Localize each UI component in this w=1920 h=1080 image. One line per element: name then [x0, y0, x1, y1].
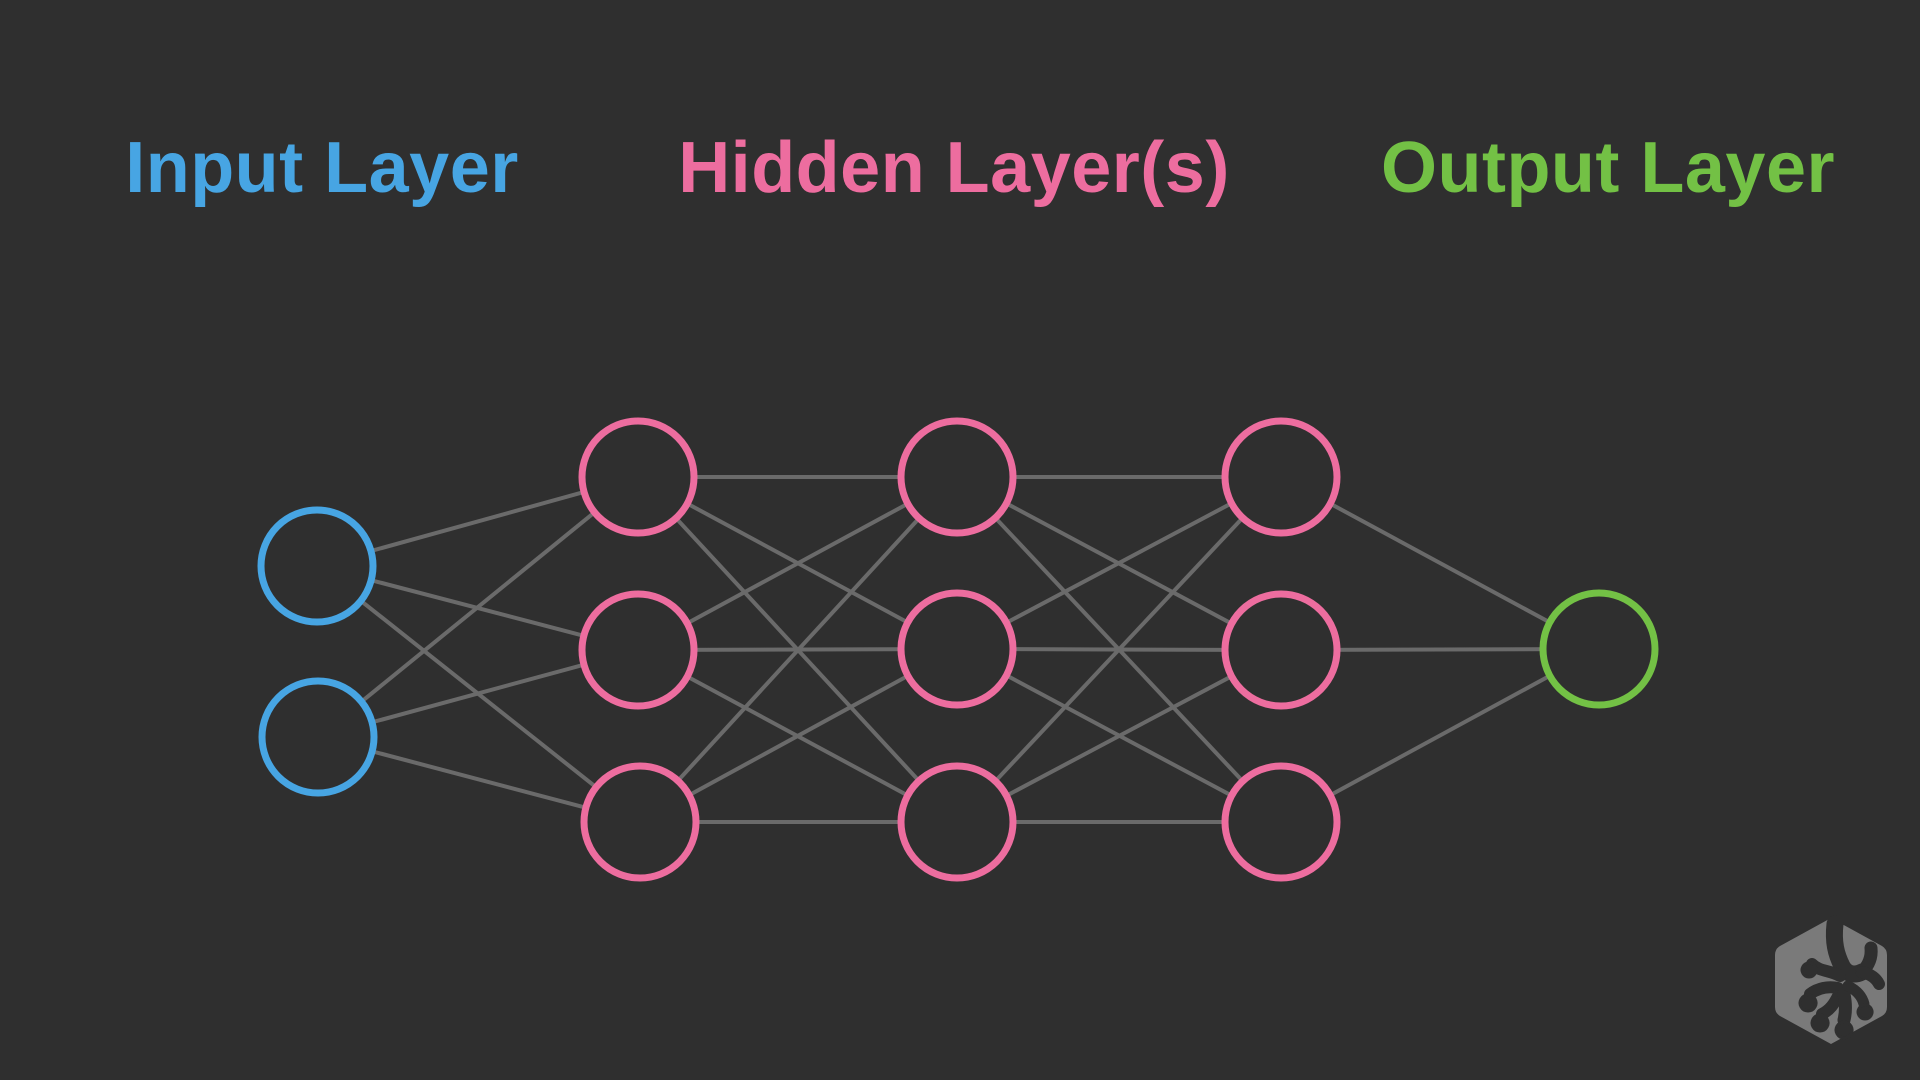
node-hidden-1-2: [578, 590, 698, 710]
edge-hidden-3-to-output: [1280, 475, 1600, 651]
node-hidden-2-3: [897, 762, 1017, 882]
node-hidden-3-1: [1221, 417, 1341, 537]
edge-hidden-2-to-hidden-3: [956, 475, 1282, 651]
node-hidden-3-2: [1221, 590, 1341, 710]
node-hidden-1-3: [580, 762, 700, 882]
edge-hidden-2-to-hidden-3: [956, 648, 1282, 824]
node-hidden-2-1: [897, 417, 1017, 537]
nodes-layer: [257, 417, 1659, 882]
edge-hidden-1-to-hidden-2: [639, 647, 958, 824]
logo-frog-foot-cutout: [1798, 915, 1885, 1040]
node-hidden-3-3: [1221, 762, 1341, 882]
hidden-layer-label: Hidden Layer(s): [678, 128, 1230, 208]
edge-hidden-1-to-hidden-2: [637, 475, 958, 652]
edge-hidden-2-to-hidden-3: [955, 475, 1283, 824]
node-input-2: [258, 677, 378, 797]
edge-hidden-3-to-output: [1280, 647, 1600, 824]
frog-hexagon-logo-icon: [1775, 915, 1887, 1044]
input-layer-label: Input Layer: [125, 128, 519, 208]
node-hidden-1-1: [578, 417, 698, 537]
node-input-1: [257, 506, 377, 626]
node-hidden-2-2: [897, 589, 1017, 709]
edge-input-to-hidden-1: [316, 475, 640, 739]
edge-hidden-1-to-hidden-2: [638, 475, 959, 824]
node-output-1: [1539, 589, 1659, 709]
output-layer-label: Output Layer: [1380, 128, 1836, 208]
